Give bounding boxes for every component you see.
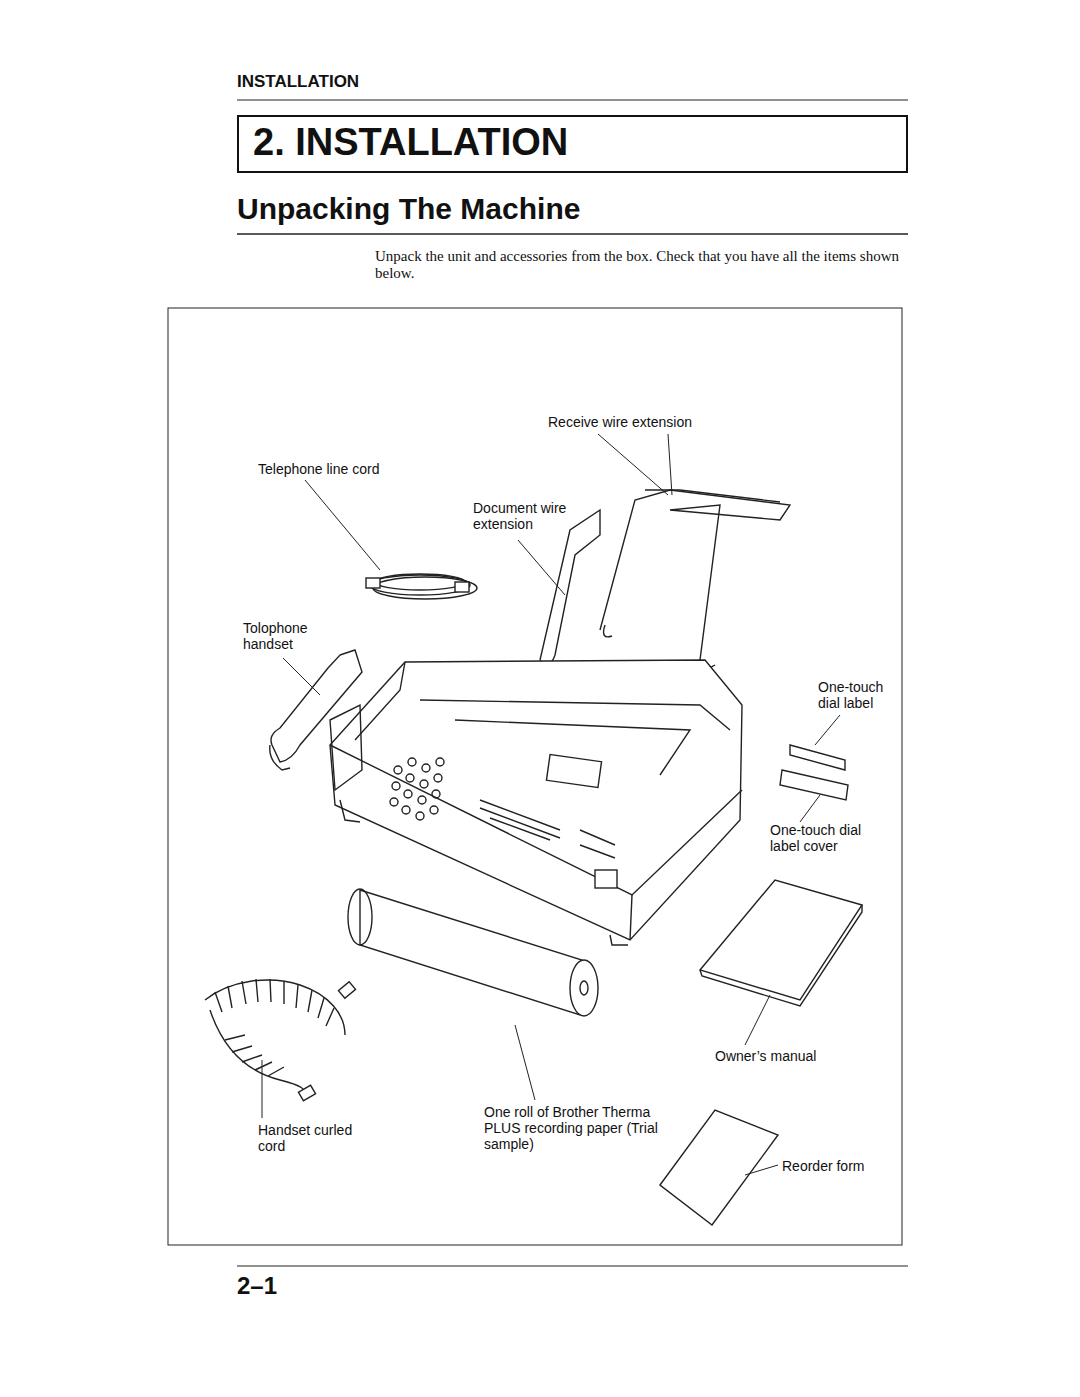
chapter-box: 2. INSTALLATION bbox=[237, 115, 908, 173]
section-heading: Unpacking The Machine bbox=[237, 192, 580, 227]
reorder-sheet bbox=[660, 1110, 778, 1225]
heading-rule bbox=[237, 233, 908, 235]
dial-labels bbox=[780, 745, 848, 800]
intro-text: Unpack the unit and accessories from the… bbox=[375, 248, 910, 283]
part-label: Tolophone handset bbox=[243, 620, 323, 652]
part-label: One roll of Brother Therma PLUS recordin… bbox=[484, 1104, 659, 1152]
running-header: INSTALLATION bbox=[237, 72, 537, 92]
part-label: Telephone line cord bbox=[258, 461, 408, 477]
part-label: Owner’s manual bbox=[715, 1048, 845, 1064]
part-label: Document wire extension bbox=[473, 500, 568, 532]
wire-extensions bbox=[540, 490, 790, 668]
header-rule bbox=[237, 100, 908, 101]
figure-frame bbox=[168, 308, 902, 1245]
manual bbox=[700, 880, 862, 1006]
handset bbox=[270, 650, 362, 790]
part-label: One-touch dial label bbox=[818, 679, 893, 711]
paper-roll bbox=[348, 889, 598, 1016]
footer-rule bbox=[237, 1266, 908, 1267]
chapter-title: 2. INSTALLATION bbox=[239, 117, 906, 168]
part-label: Handset curled cord bbox=[258, 1122, 353, 1154]
page-number: 2–1 bbox=[237, 1272, 317, 1300]
part-label: Receive wire extension bbox=[548, 414, 738, 430]
line-cord bbox=[366, 574, 477, 599]
curled-cord bbox=[205, 979, 356, 1101]
part-label: Reorder form bbox=[782, 1158, 882, 1174]
part-label: One-touch dial label cover bbox=[770, 822, 865, 854]
